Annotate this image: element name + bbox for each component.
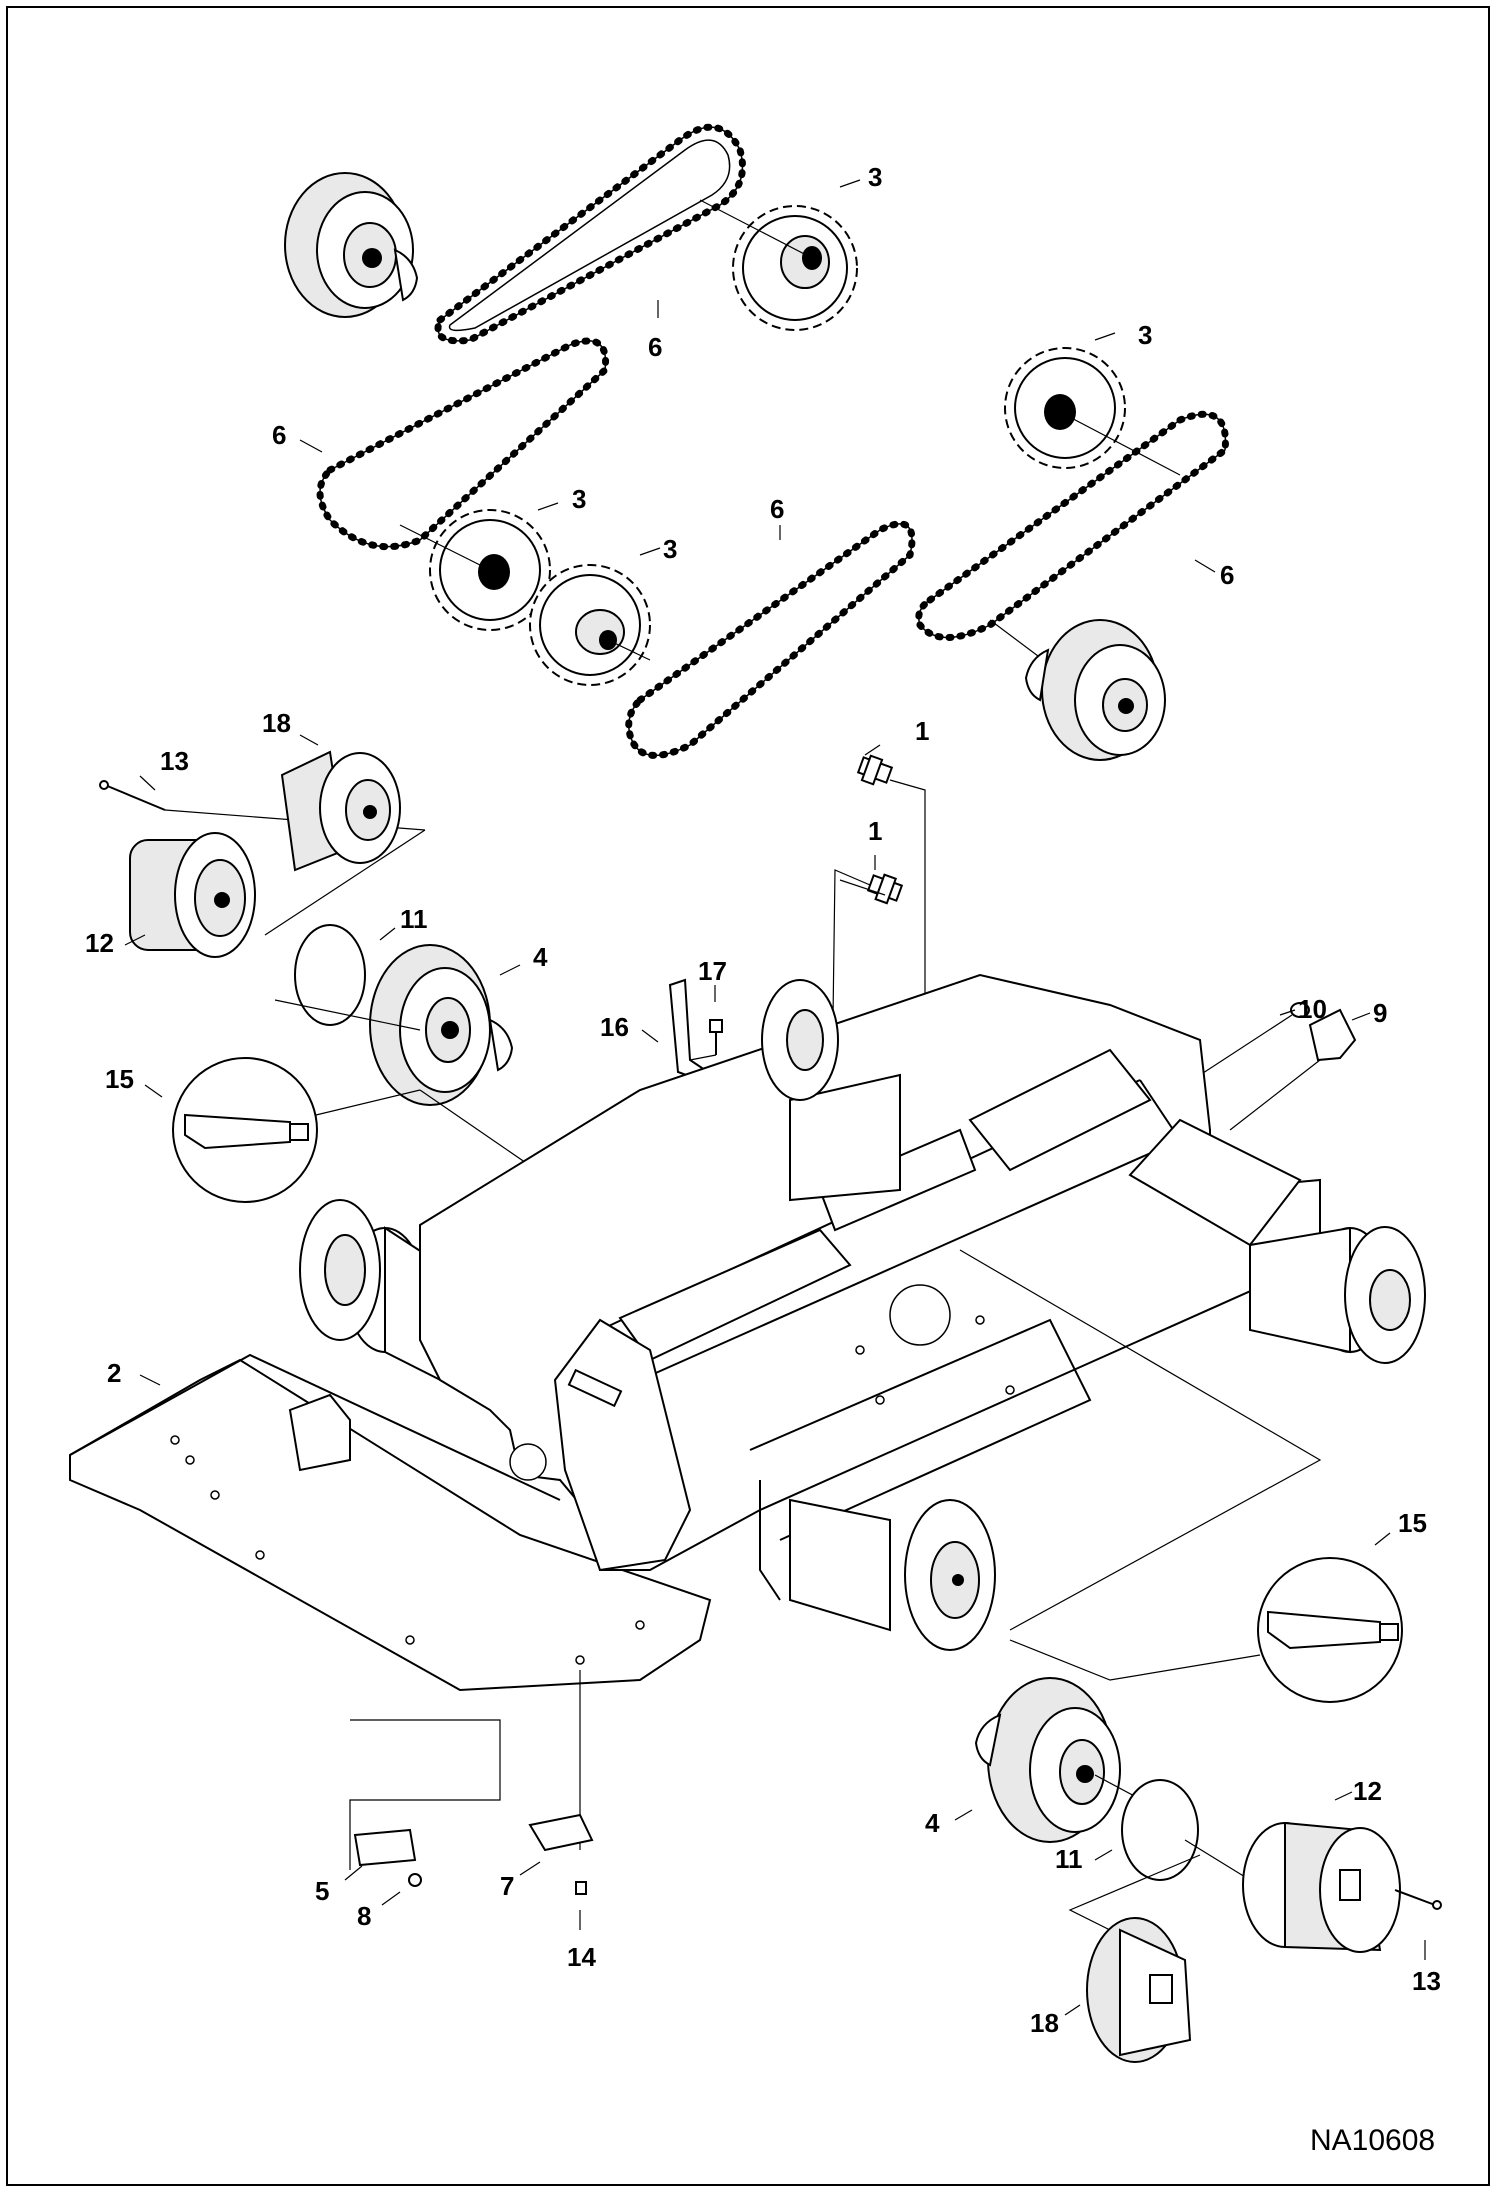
left-drive-group bbox=[99, 750, 581, 1203]
bolt-1-upper bbox=[856, 754, 894, 786]
housing-18-right bbox=[1086, 1917, 1192, 2063]
callout-4-left: 4 bbox=[533, 942, 548, 972]
bolt-1-lower bbox=[866, 873, 904, 905]
access-cover-right bbox=[968, 1048, 1152, 1172]
grease-detail-15-left bbox=[172, 1057, 421, 1203]
callout-8: 8 bbox=[357, 1901, 371, 1931]
axle-rear-right bbox=[1128, 1118, 1426, 1364]
callout-10: 10 bbox=[1298, 994, 1327, 1024]
drive-chain-assembly bbox=[284, 123, 1229, 761]
callout-4-right: 4 bbox=[925, 1808, 940, 1838]
bolt-13-left bbox=[99, 780, 166, 811]
callout-13-right: 13 bbox=[1412, 1966, 1441, 1996]
main-frame bbox=[69, 973, 1426, 1870]
callout-leaders bbox=[124, 179, 1426, 2016]
frame-holes bbox=[170, 1315, 1015, 1665]
drive-chain-middle bbox=[625, 520, 916, 759]
callout-18-left: 18 bbox=[262, 708, 291, 738]
bracket-16 bbox=[668, 978, 707, 1082]
callout-2: 2 bbox=[107, 1358, 121, 1388]
callout-1-lower: 1 bbox=[868, 816, 882, 846]
center-tower bbox=[509, 1284, 951, 1572]
callout-3-top: 3 bbox=[868, 162, 882, 192]
bolt-13-right bbox=[1394, 1889, 1442, 1910]
plate-5 bbox=[353, 1828, 417, 1867]
drive-hub-4-left bbox=[369, 944, 514, 1106]
callout-6-left: 6 bbox=[272, 420, 286, 450]
callout-1-upper: 1 bbox=[915, 716, 929, 746]
guard-9 bbox=[1308, 1008, 1357, 1062]
callout-6-top: 6 bbox=[648, 332, 662, 362]
motor-12-left bbox=[129, 832, 256, 958]
callout-5: 5 bbox=[315, 1876, 329, 1906]
axle-front-right bbox=[789, 1498, 996, 1651]
callout-3-middle: 3 bbox=[663, 534, 677, 564]
callout-7: 7 bbox=[500, 1871, 514, 1901]
axle-rear-left bbox=[761, 979, 901, 1202]
callout-15-right: 15 bbox=[1398, 1508, 1427, 1538]
drive-motor-top-right bbox=[1024, 619, 1166, 761]
drive-hub-4-right bbox=[974, 1677, 1121, 1843]
motor-12-right bbox=[1242, 1821, 1401, 1953]
plate-7 bbox=[528, 1813, 594, 1852]
o-ring-11-left bbox=[294, 924, 366, 1026]
callout-6-middle: 6 bbox=[770, 494, 784, 524]
callout-11-left: 11 bbox=[400, 904, 428, 934]
housing-18-left bbox=[280, 750, 401, 872]
callout-3-right: 3 bbox=[1138, 320, 1152, 350]
drive-motor-top-left bbox=[284, 172, 419, 318]
plug-10 bbox=[1290, 1002, 1310, 1018]
callout-14: 14 bbox=[567, 1942, 596, 1972]
callout-labels: 3 6 3 6 3 3 6 6 18 13 1 1 11 4 12 17 16 … bbox=[85, 162, 1441, 2038]
bolt-8 bbox=[408, 1873, 422, 1887]
callout-11-right: 11 bbox=[1055, 1844, 1083, 1874]
right-drive-group bbox=[974, 1557, 1442, 2063]
small-parts-bottom bbox=[353, 1813, 594, 1895]
callout-18-right: 18 bbox=[1030, 2008, 1059, 2038]
bolt-17 bbox=[709, 1019, 723, 1055]
sprocket-top bbox=[732, 205, 858, 331]
center-hardware bbox=[668, 754, 1357, 1241]
sprocket-middle bbox=[529, 564, 651, 686]
sprocket-right bbox=[1004, 347, 1126, 469]
callout-3-middle-left: 3 bbox=[572, 484, 586, 514]
bolt-14 bbox=[575, 1881, 587, 1895]
callout-12-left: 12 bbox=[85, 928, 114, 958]
callout-9: 9 bbox=[1373, 998, 1387, 1028]
callout-17: 17 bbox=[698, 956, 727, 986]
drive-chain-right bbox=[915, 410, 1229, 641]
grease-detail-15-right bbox=[1257, 1557, 1403, 1703]
callout-6-right: 6 bbox=[1220, 560, 1234, 590]
drawing-id: NA10608 bbox=[1310, 2124, 1435, 2157]
drive-chain-left bbox=[316, 337, 610, 551]
callout-15-left: 15 bbox=[105, 1064, 134, 1094]
o-ring-11-right bbox=[1121, 1779, 1199, 1881]
callout-16: 16 bbox=[600, 1012, 629, 1042]
callout-12-right: 12 bbox=[1353, 1776, 1382, 1806]
callout-13-left: 13 bbox=[160, 746, 189, 776]
drive-chain-top bbox=[434, 123, 746, 345]
